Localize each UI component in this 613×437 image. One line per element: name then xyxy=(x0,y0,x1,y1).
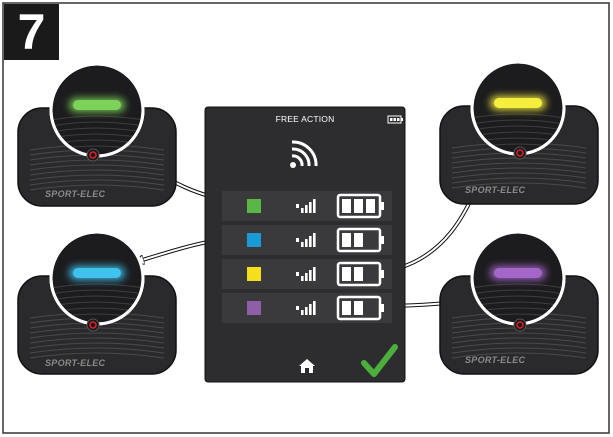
signal-strength-icon xyxy=(296,267,316,281)
power-button-icon xyxy=(513,318,527,332)
phone-screen-title: FREE ACTION xyxy=(275,114,335,124)
led-indicator-blue xyxy=(73,268,121,278)
power-button-icon xyxy=(86,318,100,332)
step-number-badge: 7 xyxy=(4,4,59,60)
device-blue: SPORT-ELEC xyxy=(17,230,177,375)
device-yellow: SPORT-ELEC xyxy=(439,60,599,205)
signal-strength-icon xyxy=(296,233,316,247)
device-green: SPORT-ELEC xyxy=(17,62,177,207)
device-row-green[interactable] xyxy=(222,191,392,221)
device-brand-label: SPORT-ELEC xyxy=(45,358,106,368)
device-brand-label: SPORT-ELEC xyxy=(465,355,526,365)
signal-strength-icon xyxy=(296,199,316,213)
color-swatch-green xyxy=(247,199,261,213)
color-swatch-blue xyxy=(247,233,261,247)
device-brand-label: SPORT-ELEC xyxy=(465,185,526,195)
battery-level-icon xyxy=(336,261,384,287)
home-icon[interactable] xyxy=(299,359,315,373)
power-button-icon xyxy=(86,148,100,162)
device-brand-label: SPORT-ELEC xyxy=(45,189,106,199)
color-swatch-yellow xyxy=(247,267,261,281)
checkmark-icon[interactable] xyxy=(361,344,398,377)
color-swatch-purple xyxy=(247,301,261,315)
battery-level-icon xyxy=(336,295,384,321)
phone-screen xyxy=(204,106,406,383)
battery-level-icon xyxy=(336,193,384,219)
led-indicator-green xyxy=(73,100,121,110)
power-button-icon xyxy=(513,146,527,160)
device-row-purple[interactable] xyxy=(222,293,392,323)
led-indicator-yellow xyxy=(494,98,542,108)
led-indicator-purple xyxy=(494,268,542,278)
signal-strength-icon xyxy=(296,301,316,315)
device-row-blue[interactable] xyxy=(222,225,392,255)
wireless-signal-icon xyxy=(290,140,318,168)
device-purple: SPORT-ELEC xyxy=(439,230,599,375)
device-row-yellow[interactable] xyxy=(222,259,392,289)
phone-battery-icon xyxy=(387,115,403,124)
battery-level-icon xyxy=(336,227,384,253)
